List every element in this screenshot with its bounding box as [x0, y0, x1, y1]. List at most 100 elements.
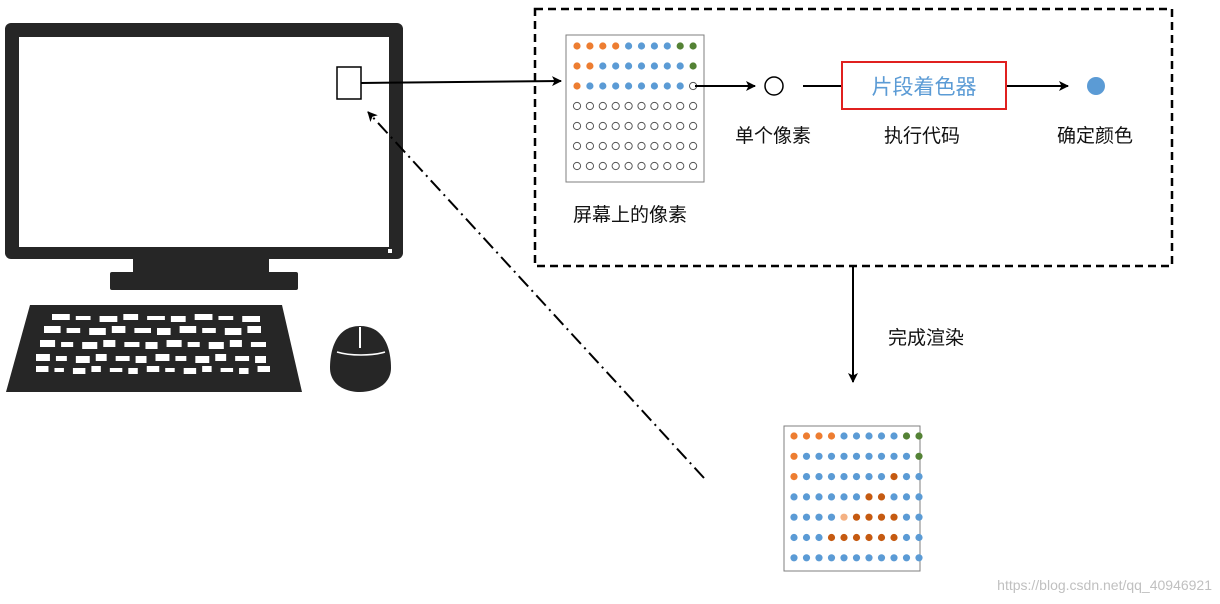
- pixel-dot: [840, 513, 848, 521]
- keyboard-key: [95, 354, 107, 361]
- pixel-dot: [624, 121, 633, 131]
- pixel-dot: [815, 513, 823, 521]
- pixel-dot: [676, 161, 685, 171]
- pixel-dot: [663, 82, 671, 90]
- pixel-dot: [598, 161, 607, 171]
- pixel-dot: [572, 161, 582, 171]
- pixel-dot: [840, 533, 848, 542]
- pixel-dot: [676, 42, 684, 50]
- pixel-dot: [573, 42, 581, 50]
- execute-code-label: 执行代码: [884, 125, 961, 147]
- keyboard-key: [242, 316, 260, 322]
- pixel-dot: [802, 513, 811, 521]
- single-pixel-label: 单个像素: [735, 125, 812, 147]
- pixel-dot: [676, 101, 685, 111]
- pixel-dot: [890, 473, 898, 481]
- pixel-dot: [650, 141, 659, 151]
- pixel-dot: [598, 141, 607, 151]
- pixel-dot: [827, 432, 836, 440]
- pixel-dot: [802, 432, 811, 440]
- keyboard-key: [195, 356, 210, 363]
- pixel-dot: [915, 452, 923, 460]
- pixel-dot: [586, 82, 594, 90]
- pixel-dot: [611, 121, 620, 131]
- pixel-dot: [676, 141, 685, 151]
- pixel-dot: [612, 42, 620, 50]
- pixel-dot: [840, 493, 848, 501]
- pixel-dot: [815, 452, 823, 460]
- pixel-dot: [650, 82, 659, 90]
- screen-pixels-label: 屏幕上的像素: [573, 204, 688, 226]
- keyboard-key: [170, 316, 186, 322]
- pixel-dot: [915, 533, 923, 542]
- keyboard-key: [103, 340, 116, 347]
- pixel-dot: [689, 121, 698, 131]
- keyboard-key: [257, 366, 270, 372]
- pixel-dot: [637, 42, 646, 50]
- keyboard-key: [215, 354, 227, 361]
- pixel-dot: [902, 554, 911, 562]
- keyboard-key: [115, 356, 130, 361]
- keyboard-key: [194, 314, 213, 320]
- pixel-dot: [624, 101, 633, 111]
- pixel-dot: [572, 121, 582, 131]
- keyboard-key: [166, 340, 182, 347]
- watermark-text: https://blog.csdn.net/qq_40946921: [997, 577, 1212, 593]
- pixel-dot: [802, 554, 811, 562]
- keyboard-key: [36, 366, 49, 372]
- result-grid-dots: [790, 432, 923, 562]
- pixel-dot: [624, 141, 633, 151]
- pixel-dot: [790, 432, 798, 440]
- pixel-dot: [877, 473, 886, 481]
- pixel-dot: [852, 452, 861, 460]
- pixel-dot: [877, 493, 886, 501]
- pixel-dot: [790, 452, 798, 460]
- keyboard-key: [155, 354, 170, 361]
- pixel-dot: [585, 101, 595, 111]
- pixel-dot: [877, 554, 886, 562]
- pixel-dot: [852, 513, 861, 521]
- keyboard-key: [239, 368, 249, 374]
- pixel-dot: [877, 513, 886, 521]
- keyboard-key: [157, 328, 171, 335]
- pixel-dot: [650, 62, 659, 70]
- keyboard-key: [82, 342, 98, 349]
- pixel-dot: [599, 82, 607, 90]
- pixel-dot: [573, 62, 581, 70]
- pixel-dot: [663, 42, 671, 50]
- pixel-dot: [611, 101, 620, 111]
- keyboard-key: [134, 328, 151, 333]
- keyboard-key: [218, 316, 234, 320]
- arrow-output-to-screen: [367, 111, 705, 479]
- keyboard-key: [91, 366, 101, 372]
- pixel-dot: [612, 82, 620, 90]
- pixel-dot: [902, 473, 911, 481]
- keyboard-key: [40, 340, 56, 347]
- pixel-dot: [852, 493, 861, 501]
- pixel-dot: [585, 141, 595, 151]
- pixel-dot: [650, 121, 659, 131]
- keyboard-key: [202, 328, 216, 333]
- pixel-dot: [852, 533, 861, 542]
- pixel-dot: [815, 554, 823, 562]
- keyboard-key: [165, 368, 175, 372]
- pixel-dot: [915, 554, 923, 562]
- pixel-dot: [877, 432, 886, 440]
- pixel-dot: [599, 42, 607, 50]
- pixel-dot: [852, 554, 861, 562]
- pixel-dot: [902, 432, 911, 440]
- pixel-dot: [572, 141, 582, 151]
- pixel-dot: [572, 101, 582, 111]
- keyboard-key: [255, 356, 266, 363]
- pixel-dot: [573, 82, 581, 90]
- keyboard-key: [109, 368, 123, 372]
- pixel-dot: [890, 533, 898, 542]
- pixel-dot: [790, 473, 798, 481]
- keyboard-key: [175, 356, 187, 361]
- pixel-dot: [790, 554, 798, 562]
- keyboard-key: [99, 316, 118, 322]
- pixel-dot: [598, 121, 607, 131]
- pixel-dot: [865, 533, 873, 542]
- mouse-icon: [330, 326, 391, 392]
- pixel-dot: [827, 513, 836, 521]
